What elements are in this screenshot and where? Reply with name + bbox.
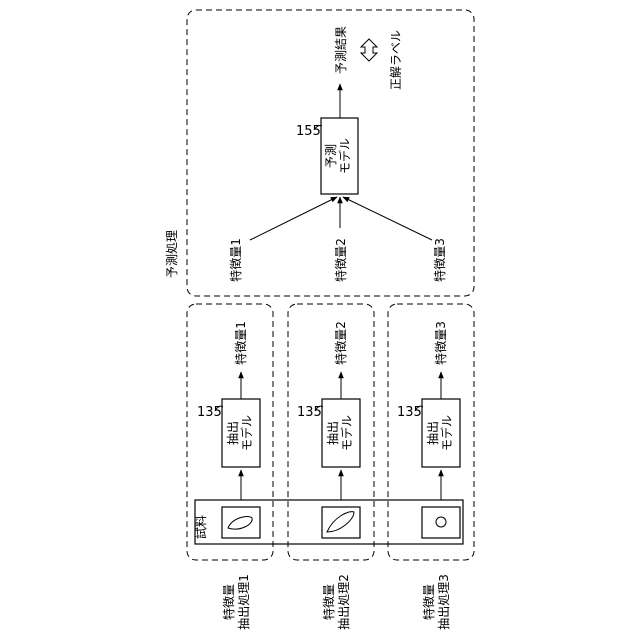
sample-label: 試料 (193, 515, 208, 539)
extraction-process-3-label-line2: 抽出処理3 (437, 574, 451, 630)
extraction-model-2-label-line2: モデル (339, 415, 354, 451)
extraction-process-1-label-line1: 特徴量 (221, 584, 236, 620)
extraction-process-1-label-line2: 抽出処理1 (237, 574, 251, 630)
feature-1-to-prediction-arrow (250, 197, 337, 240)
prediction-process-title: 予測処理 (165, 230, 179, 278)
prediction-input-feature-1: 特徴量1 (228, 238, 243, 282)
sample-shape-3 (436, 517, 446, 527)
prediction-input-feature-3: 特徴量3 (432, 238, 447, 282)
comparison-double-arrow (361, 39, 377, 61)
correct-label: 正解ラベル (389, 30, 403, 90)
prediction-input-feature-2: 特徴量2 (333, 238, 348, 282)
extraction-output-feature-3: 特徴量3 (433, 321, 448, 365)
extraction-model-1-label-line2: モデル (239, 415, 254, 451)
sample-image-3 (422, 507, 460, 538)
extraction-process-2-label-line2: 抽出処理2 (337, 574, 351, 630)
extraction-model-3-label-line1: 抽出 (426, 421, 440, 445)
extraction-model-2-label-line1: 抽出 (326, 421, 340, 445)
prediction-result: 予測結果 (334, 26, 348, 74)
sample-image-1 (222, 507, 260, 538)
extraction-output-feature-2: 特徴量2 (333, 321, 348, 365)
extraction-model-3-label-line2: モデル (439, 415, 454, 451)
extraction-process-3-label-line1: 特徴量 (421, 584, 436, 620)
extraction-model-1-label-line1: 抽出 (226, 421, 240, 445)
extraction-output-feature-1: 特徴量1 (233, 321, 248, 365)
feature-3-to-prediction-arrow (343, 197, 432, 240)
prediction-model-label-line1: 予測 (324, 144, 338, 168)
sample-shape-2 (327, 512, 354, 532)
prediction-model-label-line2: モデル (337, 138, 352, 174)
extraction-process-2-label-line1: 特徴量 (321, 584, 336, 620)
sample-shape-1 (228, 516, 252, 529)
